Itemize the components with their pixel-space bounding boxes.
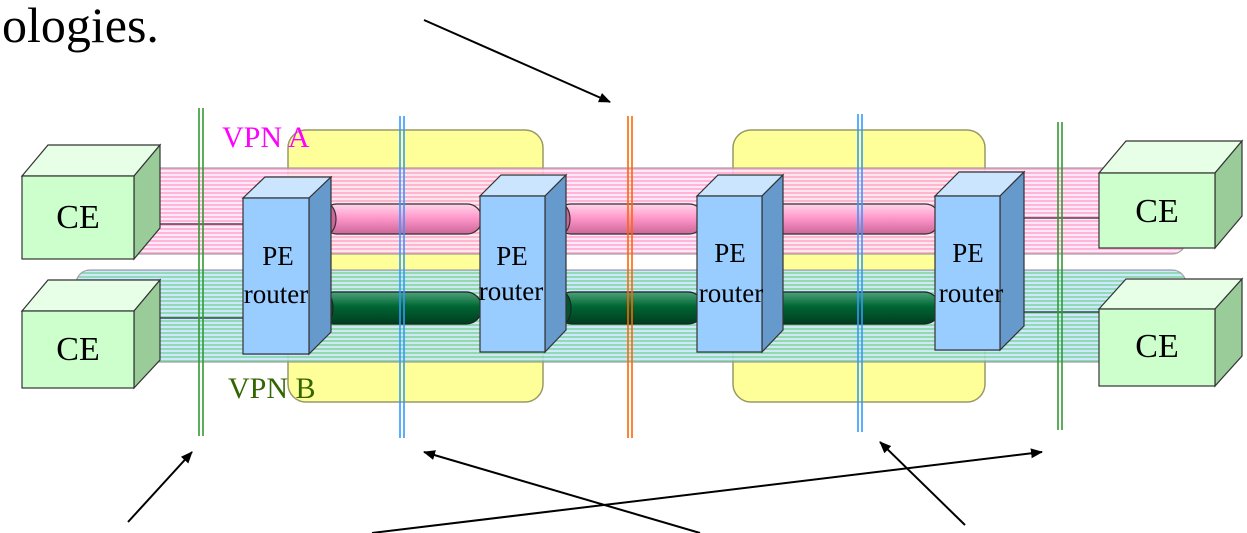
green-boundary-line-left (198, 108, 204, 436)
vpn-b-label: VPN B (228, 372, 316, 405)
ce-box-top-right: CE (1097, 139, 1244, 250)
ce-label: CE (1135, 193, 1178, 230)
pe-label-line2: router (244, 279, 308, 309)
pe-label-line1: PE (952, 238, 984, 268)
arrow-to-green-line-right (371, 448, 1043, 533)
pe-label-line1: PE (496, 241, 528, 271)
ce-box-bottom-right: CE (1097, 277, 1244, 388)
arrow-to-blue-line-right (879, 441, 966, 526)
blue-boundary-line-left (399, 116, 405, 438)
vpn-a-label: VPN A (222, 121, 310, 154)
pe-router-3: PE router (695, 173, 785, 354)
pe-label-line1: PE (262, 241, 294, 271)
vpn-b-tunnel-1 (314, 291, 483, 325)
ce-box-bottom-left: CE (20, 278, 162, 390)
arrow-to-green-line-left (127, 451, 193, 523)
pe-router-2: PE router (478, 173, 568, 354)
pe-label-line2: router (479, 276, 543, 306)
ce-box-top-left: CE (20, 143, 162, 261)
pe-label-line2: router (939, 278, 1003, 308)
vpn-a-tunnel-3 (763, 203, 941, 235)
heading-fragment: ologies. (2, 0, 159, 53)
vpn-b-tunnel-3 (762, 291, 941, 325)
pe-router-1: PE router (241, 175, 333, 356)
orange-boundary-line (627, 116, 633, 438)
pe-router-4: PE router (933, 170, 1026, 352)
arrow-to-blue-line-left (423, 450, 701, 533)
pe-label-line1: PE (714, 238, 746, 268)
ce-label: CE (1135, 328, 1178, 365)
blue-boundary-line-right (857, 114, 863, 432)
pe-label-line2: router (699, 278, 763, 308)
ce-label: CE (56, 331, 99, 368)
ce-label: CE (56, 199, 99, 236)
arrow-to-orange-line (423, 19, 611, 103)
green-boundary-line-right (1057, 122, 1063, 430)
